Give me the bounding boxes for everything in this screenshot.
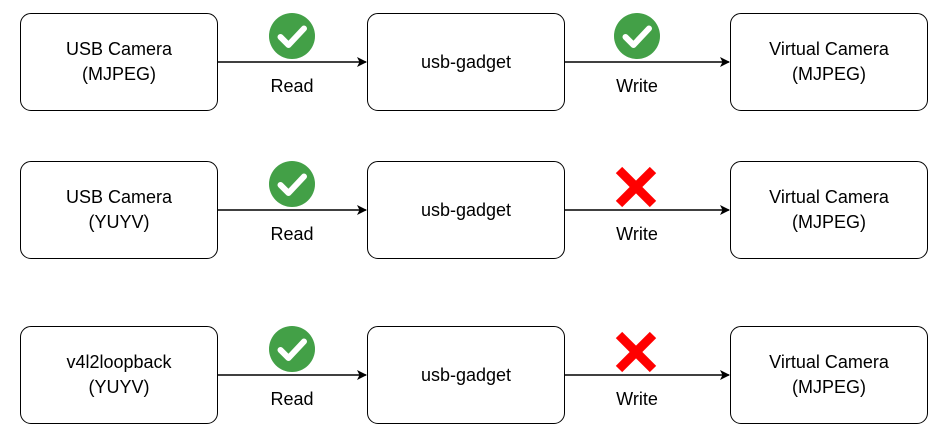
read-label-row-1: Read bbox=[270, 76, 314, 96]
middle-node-label: usb-gadget bbox=[420, 199, 512, 220]
middle-node-row-2: usb-gadget bbox=[367, 161, 565, 259]
target-node-label: Virtual Camera bbox=[769, 187, 889, 207]
target-node-label: Virtual Camera bbox=[769, 352, 889, 372]
source-node-label: USB Camera bbox=[65, 187, 173, 207]
target-node-row-2: Virtual Camera (MJPEG) bbox=[730, 161, 928, 259]
target-node-label: Virtual Camera bbox=[769, 39, 889, 59]
source-node-row-3: v4l2loopback (YUYV) bbox=[20, 326, 218, 424]
target-node-format: (MJPEG) bbox=[792, 377, 866, 397]
write-label-row-3: Write bbox=[616, 389, 658, 409]
target-node-row-3: Virtual Camera (MJPEG) bbox=[730, 326, 928, 424]
source-node-format: (MJPEG) bbox=[82, 64, 156, 84]
read-label-row-3: Read bbox=[270, 389, 314, 409]
source-node-format: (YUYV) bbox=[88, 212, 150, 232]
red-x-icon bbox=[615, 166, 657, 208]
source-node-row-2: USB Camera (YUYV) bbox=[20, 161, 218, 259]
write-label-row-1: Write bbox=[616, 76, 658, 96]
check-circle-icon bbox=[614, 13, 660, 59]
check-circle-icon bbox=[269, 13, 315, 59]
middle-node-label: usb-gadget bbox=[420, 51, 512, 72]
target-node-format: (MJPEG) bbox=[792, 212, 866, 232]
source-node-format: (YUYV) bbox=[88, 377, 150, 397]
middle-node-row-1: usb-gadget bbox=[367, 13, 565, 111]
middle-node-label: usb-gadget bbox=[420, 364, 512, 385]
middle-node-row-3: usb-gadget bbox=[367, 326, 565, 424]
source-node-label: USB Camera bbox=[65, 39, 173, 59]
target-node-format: (MJPEG) bbox=[792, 64, 866, 84]
red-x-icon bbox=[615, 331, 657, 373]
read-label-row-2: Read bbox=[270, 224, 314, 244]
check-circle-icon bbox=[269, 161, 315, 207]
write-label-row-2: Write bbox=[616, 224, 658, 244]
source-node-label: v4l2loopback bbox=[66, 352, 172, 372]
check-circle-icon bbox=[269, 326, 315, 372]
target-node-row-1: Virtual Camera (MJPEG) bbox=[730, 13, 928, 111]
source-node-row-1: USB Camera (MJPEG) bbox=[20, 13, 218, 111]
